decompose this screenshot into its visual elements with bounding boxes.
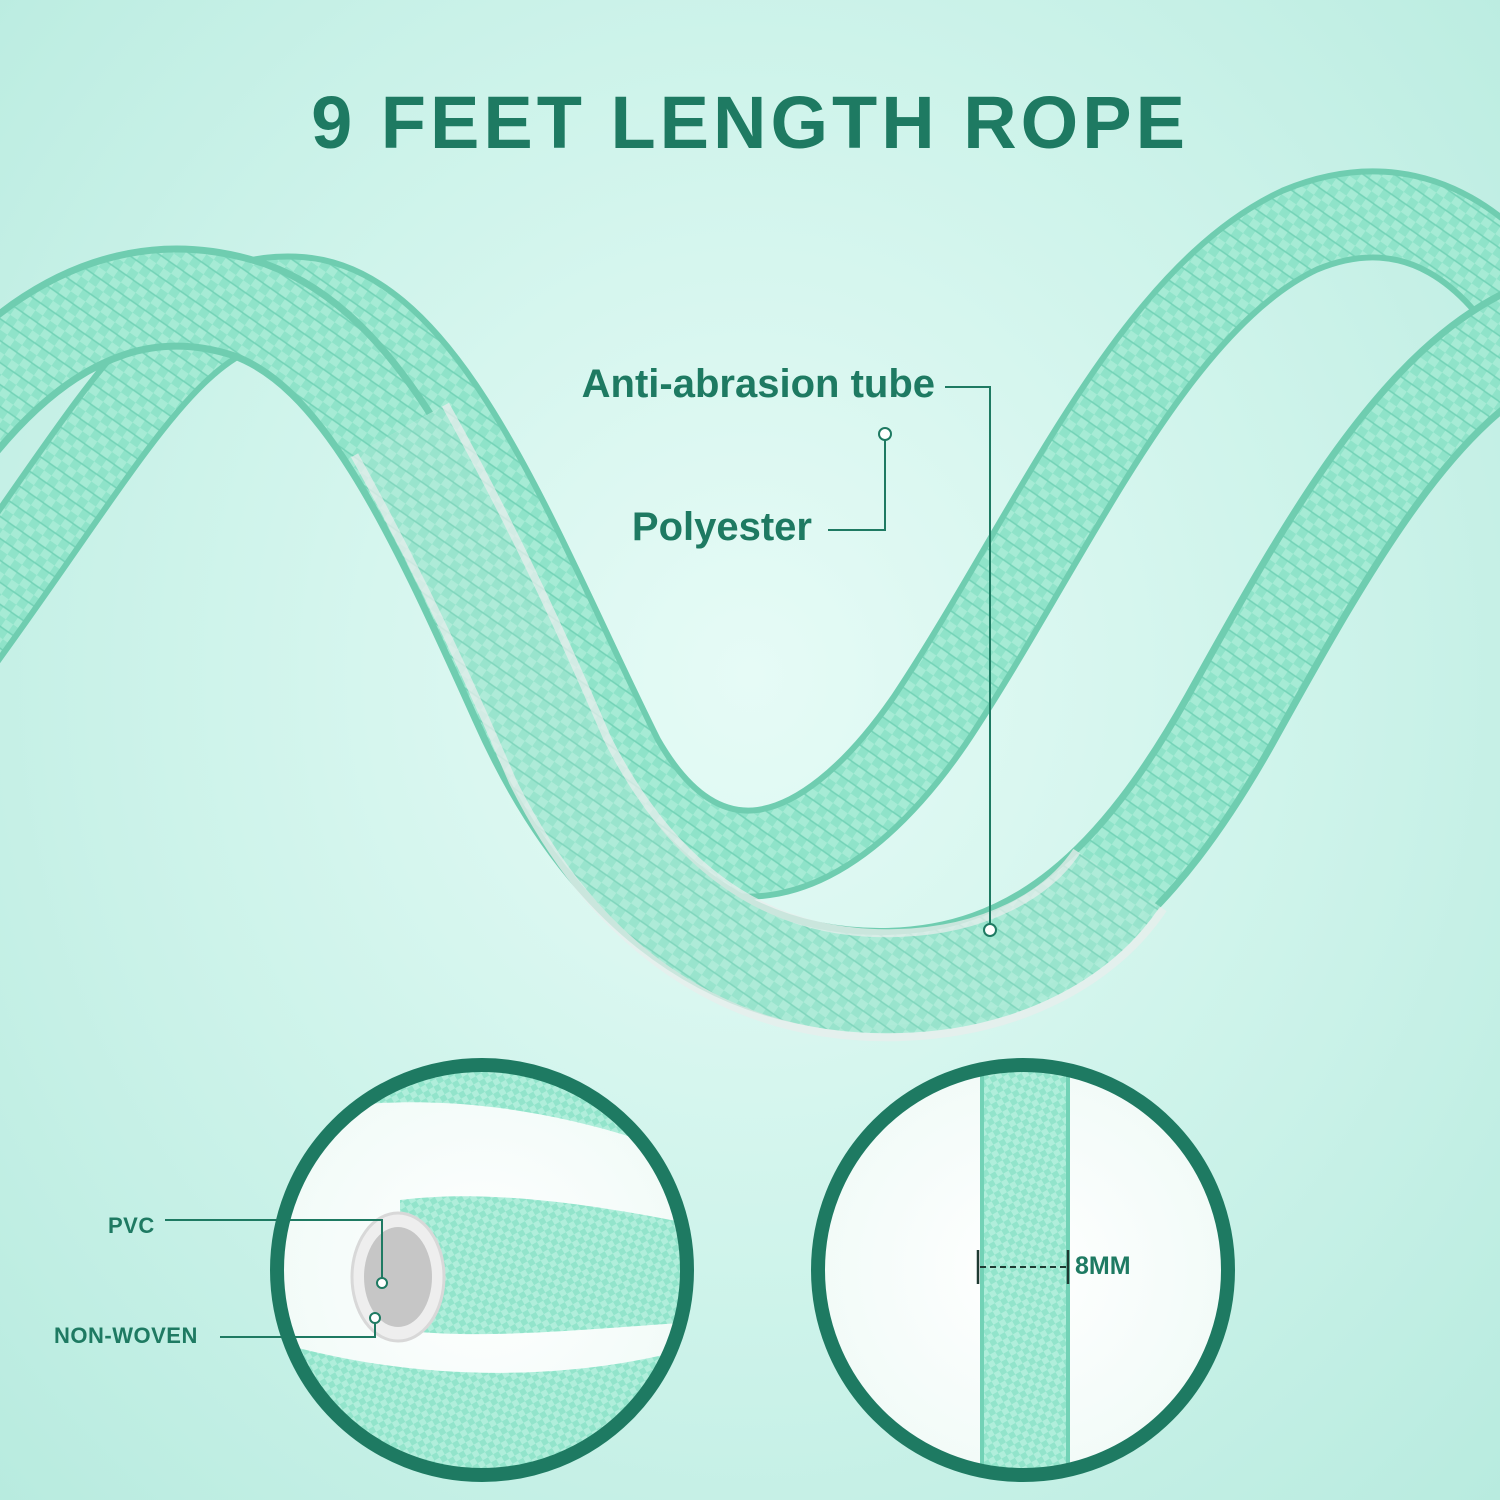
rope-strand-front xyxy=(0,245,1500,1042)
pvc-label: PVC xyxy=(108,1213,155,1238)
pvc-marker xyxy=(376,1277,388,1289)
non-woven-label: NON-WOVEN xyxy=(54,1323,198,1348)
diameter-label: 8MM xyxy=(1075,1252,1131,1280)
anti-abrasion-label: Anti-abrasion tube xyxy=(581,362,935,406)
anti-abrasion-marker xyxy=(983,923,997,937)
polyester-label: Polyester xyxy=(631,505,812,549)
polyester-marker xyxy=(878,427,892,441)
cross-section-detail xyxy=(270,1058,694,1482)
cross-section-leaders xyxy=(165,1219,383,1338)
leader-lines xyxy=(828,386,991,930)
diameter-detail xyxy=(811,1058,1235,1482)
headline: 9 FEET LENGTH ROPE xyxy=(311,81,1189,164)
non-woven-marker xyxy=(369,1312,381,1324)
